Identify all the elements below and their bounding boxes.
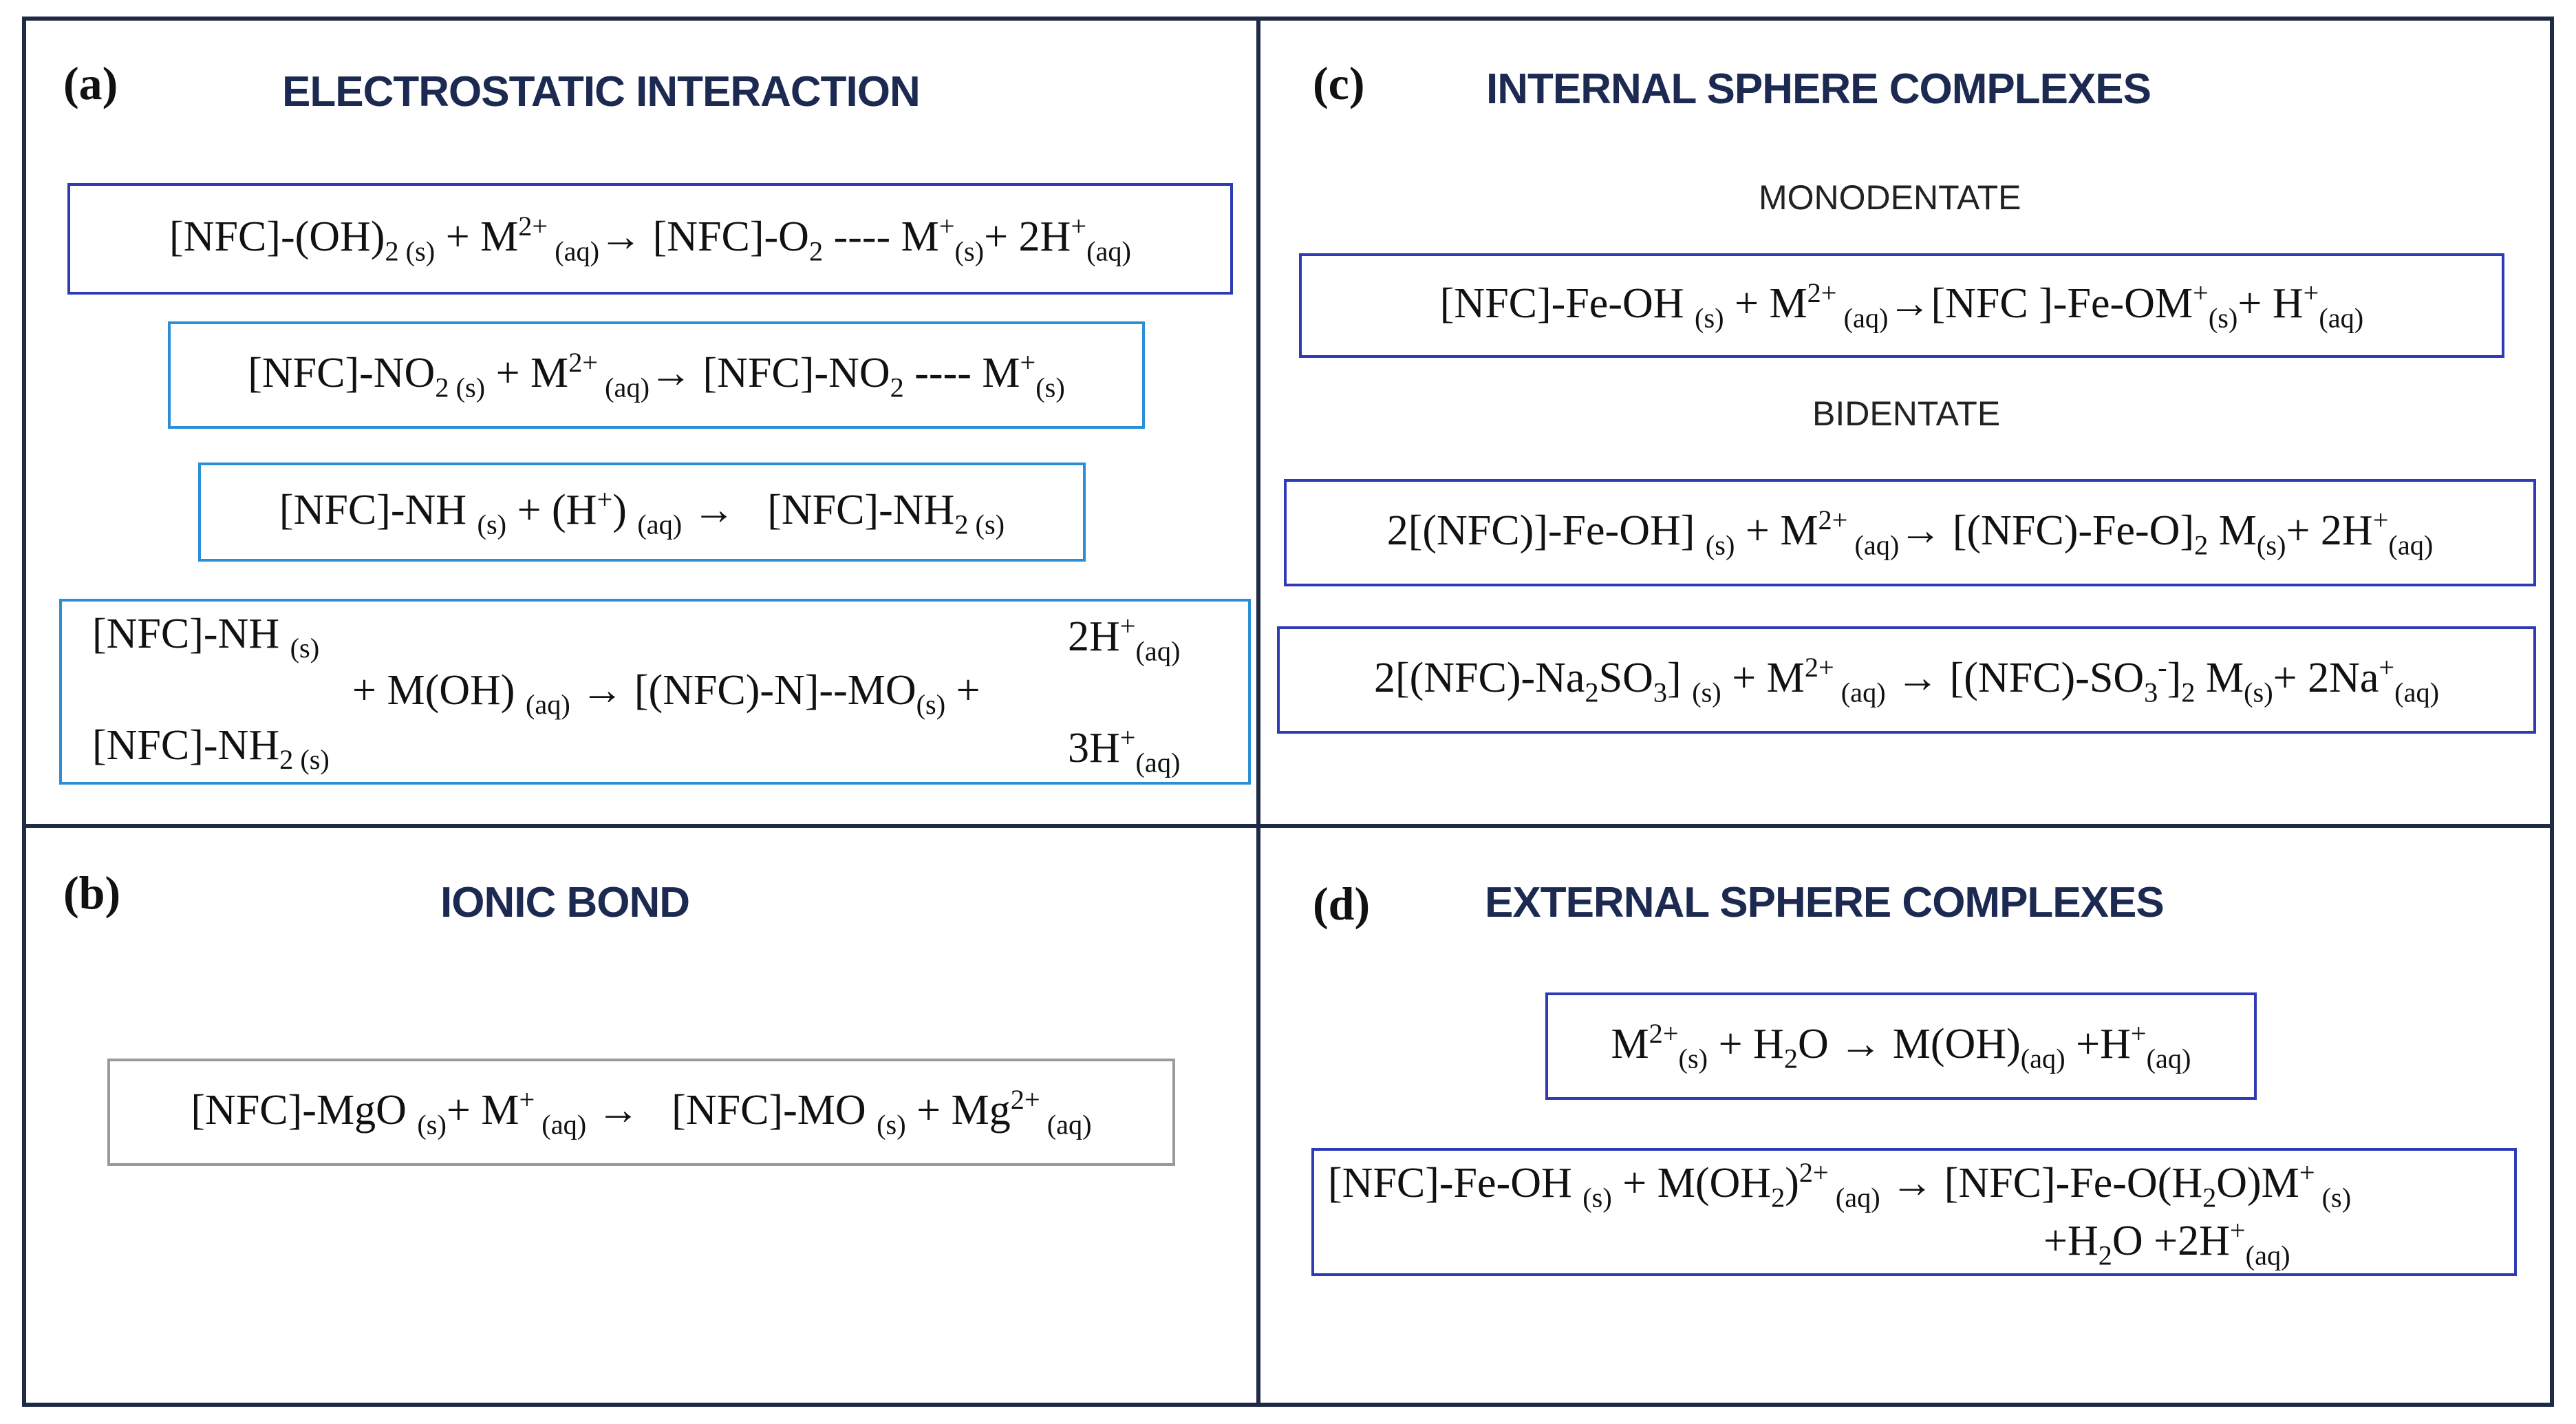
- eq4-r2: 3H: [1068, 725, 1120, 772]
- panel-c-label: (c): [1313, 57, 1365, 109]
- panel-c-title: INTERNAL SPHERE COMPLEXES: [1486, 65, 2151, 113]
- horizontal-divider: [22, 824, 2554, 828]
- bidentate-label: BIDENTATE: [1812, 394, 2001, 433]
- equation-a4-middle: + M(OH) (aq) → [(NFC)-N]--MO(s) +: [352, 667, 980, 721]
- equation-a4-left-bottom: [NFC]-NH2 (s): [92, 722, 330, 776]
- eq-d2-line2-text: +H: [2043, 1218, 2099, 1265]
- panel-b-label: (b): [63, 867, 121, 919]
- monodentate-label: MONODENTATE: [1759, 178, 2021, 217]
- figure-frame: [22, 17, 2554, 1407]
- vertical-divider: [1256, 17, 1260, 1407]
- equation-c1: [NFC]-Fe-OH (s) + M2+ (aq)→[NFC ]-Fe-OM+…: [1299, 253, 2504, 358]
- equation-a1: [NFC]-(OH)2 (s) + M2+ (aq)→ [NFC]-O2 ---…: [67, 183, 1233, 295]
- equation-d1: M2+(s) + H2O → M(OH)(aq) +H+(aq): [1545, 992, 2257, 1100]
- eq4-mid: + M(OH): [352, 667, 515, 714]
- panel-a-label: (a): [63, 57, 118, 109]
- equation-a3: [NFC]-NH (s) + (H+) (aq) → [NFC]-NH2 (s): [198, 463, 1086, 562]
- equation-c2: 2[(NFC)]-Fe-OH] (s) + M2+ (aq)→ [(NFC)-F…: [1284, 479, 2536, 586]
- panel-b-title: IONIC BOND: [440, 879, 690, 926]
- eq4-r1: 2H: [1068, 613, 1120, 661]
- eq4-l2: [NFC]-NH: [92, 722, 280, 769]
- equation-a4-right-bottom: 3H+(aq): [1068, 722, 1181, 778]
- panel-a-title: ELECTROSTATIC INTERACTION: [282, 68, 921, 116]
- equation-c3: 2[(NFC)-Na2SO3] (s) + M2+ (aq) → [(NFC)-…: [1277, 626, 2536, 734]
- equation-a4: [59, 599, 1251, 785]
- panel-d-title: EXTERNAL SPHERE COMPLEXES: [1485, 879, 2165, 926]
- equation-d2-line2: +H2O +2H+(aq): [2043, 1215, 2290, 1271]
- equation-a4-right-top: 2H+(aq): [1068, 610, 1181, 667]
- eq4-l1: [NFC]-NH: [92, 610, 280, 657]
- equation-d2-line1: [NFC]-Fe-OH (s) + M(OH2)2+ (aq) → [NFC]-…: [1328, 1157, 2352, 1213]
- eq4-arrow: → [(NFC)-N]--MO: [581, 667, 916, 714]
- equation-d2: [1311, 1148, 2517, 1276]
- equation-a4-left-top: [NFC]-NH (s): [92, 610, 320, 664]
- equation-b1: [NFC]-MgO (s)+ M+ (aq) → [NFC]-MO (s) + …: [107, 1059, 1175, 1166]
- equation-a2: [NFC]-NO2 (s) + M2+ (aq)→ [NFC]-NO2 ----…: [168, 321, 1145, 429]
- panel-d-label: (d): [1313, 878, 1371, 930]
